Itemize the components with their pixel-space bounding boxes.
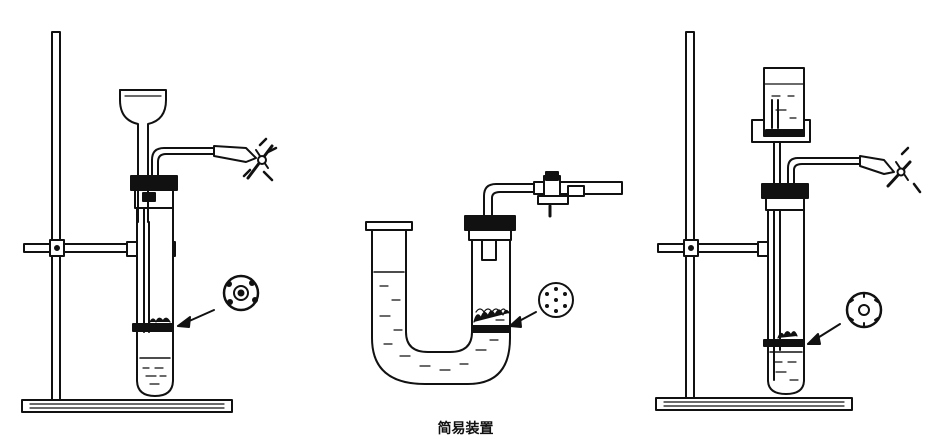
stopper-icon — [761, 183, 809, 211]
figure-caption: 简易装置 — [437, 421, 494, 437]
arrow-icon — [807, 323, 841, 345]
beaker-icon — [763, 67, 805, 137]
stopper-icon — [464, 215, 516, 261]
delivery-tube — [151, 145, 257, 179]
apparatus-beaker-test-tube — [655, 31, 922, 411]
apparatus-u-tube — [365, 171, 623, 385]
test-tube-icon — [763, 141, 805, 395]
arrow-icon — [177, 309, 215, 328]
iron-stand-icon — [655, 31, 853, 411]
stopcock-icon — [242, 137, 278, 182]
mesh-plate-icon — [845, 291, 883, 329]
arrow-icon — [509, 311, 537, 328]
delivery-tube — [787, 155, 895, 185]
test-tube-icon — [132, 189, 174, 397]
stopcock-icon — [886, 146, 922, 194]
u-tube-icon — [365, 221, 511, 385]
mesh-plate-icon — [538, 282, 574, 318]
apparatus-funnel-test-tube — [21, 31, 278, 413]
iron-stand-icon — [21, 31, 233, 413]
stopcock-icon — [537, 171, 585, 218]
mesh-plate-icon — [222, 274, 260, 312]
funnel-icon — [119, 89, 167, 223]
